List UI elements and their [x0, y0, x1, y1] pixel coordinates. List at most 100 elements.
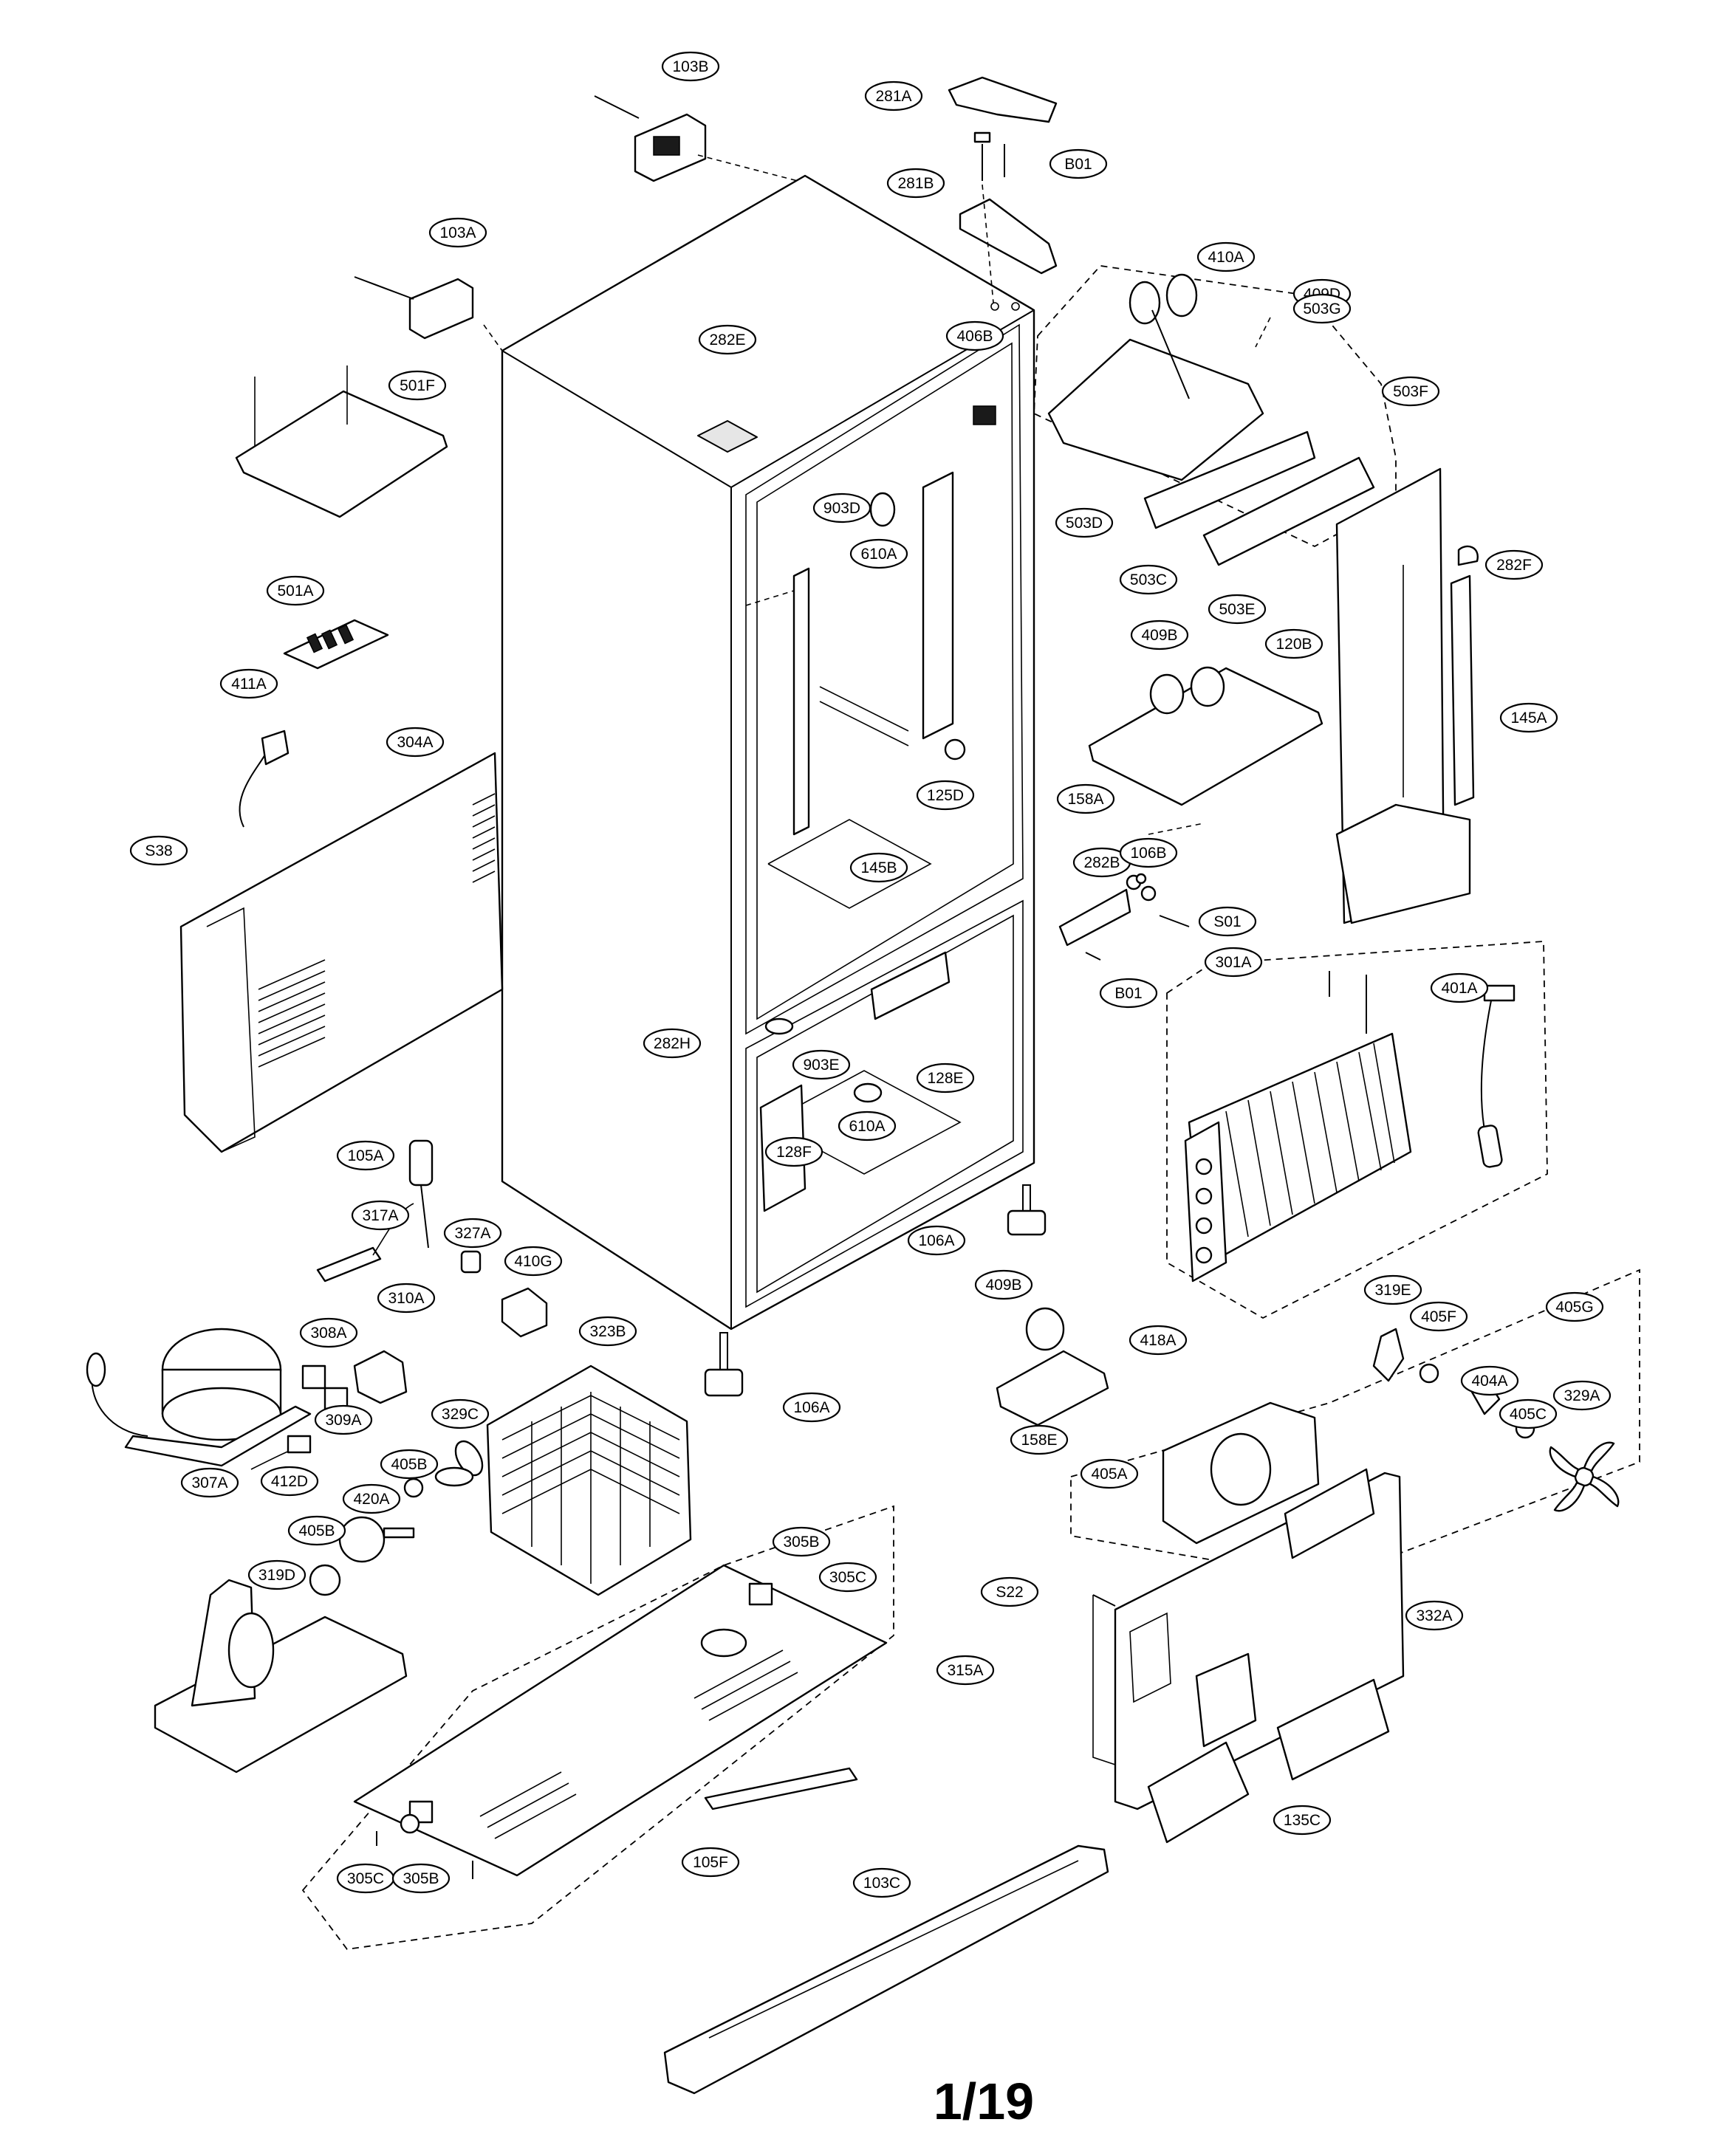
- part-label-text: 301A: [1215, 954, 1251, 971]
- part-label: 903D: [812, 492, 871, 523]
- part-label: 158A: [1056, 783, 1115, 814]
- part-label-text: 503D: [1066, 515, 1103, 532]
- part-label: 405B: [287, 1515, 346, 1546]
- part-label-text: 305B: [783, 1534, 819, 1551]
- part-label: 105F: [681, 1847, 740, 1878]
- part-label-text: B01: [1114, 985, 1142, 1002]
- part-label-text: 405C: [1510, 1406, 1547, 1423]
- part-label-text: 503C: [1130, 571, 1167, 588]
- callout-labels: 103B281AB01281B103A410A409D503G406B282E5…: [129, 51, 1612, 1898]
- part-label-text: 305C: [829, 1569, 866, 1586]
- part-label-text: 405G: [1555, 1299, 1593, 1316]
- part-label: 310A: [377, 1283, 436, 1314]
- part-label-text: 329A: [1564, 1387, 1600, 1404]
- part-label: 406B: [945, 320, 1004, 351]
- part-label: 106B: [1119, 837, 1178, 868]
- part-label-text: 305C: [347, 1870, 384, 1887]
- part-label: 103C: [852, 1867, 911, 1898]
- part-label-text: S38: [145, 842, 172, 859]
- part-label: 120B: [1264, 628, 1323, 659]
- part-label-text: 105A: [347, 1147, 383, 1164]
- part-label: 903E: [792, 1049, 851, 1080]
- part-label-text: 610A: [860, 546, 897, 563]
- drain-pan: [154, 1579, 408, 1774]
- part-label-text: 308A: [310, 1325, 346, 1342]
- part-label: 301A: [1204, 947, 1263, 978]
- part-label: 409B: [1130, 619, 1189, 650]
- part-label-text: 503E: [1219, 601, 1255, 618]
- part-label-text: 503F: [1393, 383, 1428, 400]
- part-label-text: 404A: [1471, 1373, 1507, 1390]
- refrigerator-cabinet: [501, 174, 1035, 1331]
- part-label-text: 106B: [1130, 845, 1166, 862]
- part-label: 327A: [443, 1218, 502, 1249]
- part-label: 420A: [342, 1483, 401, 1514]
- part-label-text: 319D: [258, 1567, 295, 1584]
- lower-left-components: [86, 1139, 692, 1596]
- part-label: 145B: [849, 852, 908, 883]
- part-label: 135C: [1273, 1805, 1332, 1836]
- part-label: 106A: [907, 1225, 966, 1256]
- part-label: 307A: [180, 1467, 239, 1498]
- part-label: 405B: [380, 1449, 439, 1480]
- part-label: 610A: [849, 538, 908, 569]
- part-label: 281B: [886, 168, 945, 199]
- part-label-text: 406B: [956, 328, 993, 345]
- part-label-text: 332A: [1416, 1607, 1452, 1624]
- part-label-text: 412D: [271, 1473, 308, 1490]
- part-label-text: 323B: [589, 1323, 626, 1340]
- part-label-text: 319E: [1374, 1282, 1411, 1299]
- part-label-text: 310A: [388, 1290, 424, 1307]
- part-label-text: 158E: [1021, 1432, 1057, 1449]
- part-label-text: 409B: [985, 1277, 1021, 1294]
- part-label-text: 125D: [927, 787, 964, 804]
- part-label-text: 128E: [927, 1070, 963, 1087]
- part-label-text: 307A: [191, 1474, 227, 1491]
- part-label: 282B: [1072, 847, 1131, 878]
- part-label-text: 282H: [654, 1035, 691, 1052]
- part-label: 315A: [936, 1655, 995, 1686]
- rear-cover-assembly: [1092, 1468, 1405, 1844]
- part-label-text: 418A: [1140, 1332, 1176, 1349]
- part-label-text: 315A: [947, 1662, 983, 1679]
- part-label: 282F: [1484, 549, 1544, 580]
- part-label-text: 401A: [1441, 980, 1477, 997]
- part-label-text: 501F: [400, 377, 435, 394]
- part-label: 305C: [336, 1863, 395, 1894]
- part-label-text: S01: [1213, 913, 1241, 930]
- part-label-text: 327A: [454, 1225, 490, 1242]
- part-label-text: 103B: [672, 58, 708, 75]
- part-label: S01: [1198, 906, 1257, 937]
- part-label: B01: [1099, 978, 1158, 1009]
- part-label: 501F: [388, 370, 447, 401]
- part-label: 404A: [1460, 1365, 1519, 1396]
- part-label-text: 405A: [1091, 1466, 1127, 1483]
- part-label-text: 329C: [442, 1406, 479, 1423]
- part-label-text: 145B: [860, 859, 897, 876]
- part-label-text: 158A: [1067, 791, 1103, 808]
- back-cover: [179, 752, 504, 1153]
- part-label: 128F: [764, 1136, 823, 1167]
- part-label-text: 128F: [776, 1144, 812, 1161]
- part-label: 323B: [578, 1316, 637, 1347]
- part-label: 103A: [428, 217, 487, 248]
- part-label: 281A: [864, 80, 923, 111]
- part-label: 329C: [431, 1398, 490, 1429]
- part-label: 405G: [1545, 1291, 1604, 1322]
- leveling-feet: [704, 1184, 1047, 1397]
- part-label-text: 282B: [1083, 854, 1120, 871]
- part-label-text: 305B: [403, 1870, 439, 1887]
- part-label: 503F: [1381, 376, 1440, 407]
- part-label-text: 120B: [1275, 636, 1312, 653]
- part-label: 125D: [916, 780, 975, 811]
- fan-assembly: [996, 1268, 1640, 1581]
- front-grille: [663, 1767, 1109, 2095]
- part-label-text: 405F: [1421, 1308, 1456, 1325]
- part-label: S38: [129, 835, 188, 866]
- part-label: 410A: [1196, 241, 1256, 272]
- part-label-text: 410G: [514, 1253, 552, 1270]
- part-label-text: 105F: [693, 1854, 728, 1871]
- part-label: 305B: [772, 1526, 831, 1557]
- part-label: 418A: [1129, 1325, 1188, 1356]
- part-label-text: 281A: [875, 88, 911, 105]
